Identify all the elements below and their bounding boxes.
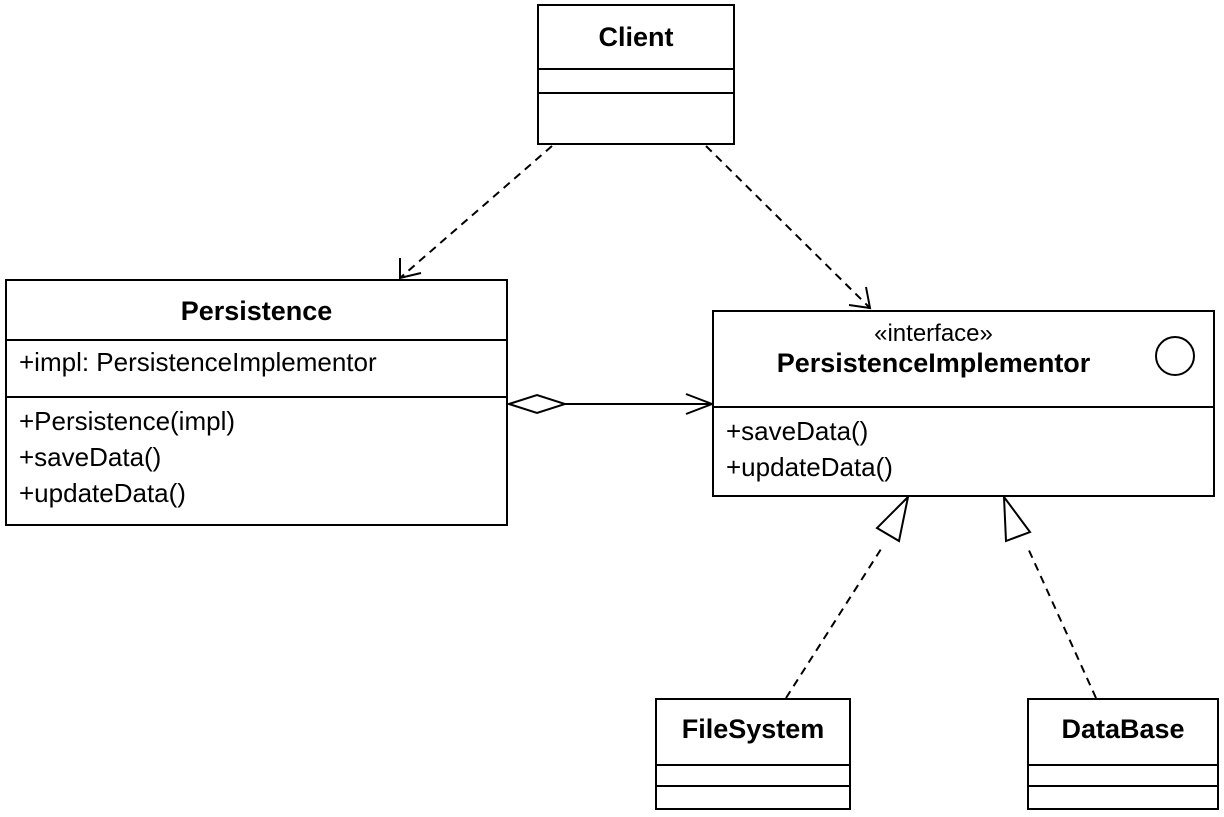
implementor-operation: +updateData() [726,452,893,482]
persistence-attribute: +impl: PersistenceImplementor [19,347,377,377]
database-class[interactable]: DataBase [1027,698,1219,810]
persistence-operation: +saveData() [19,442,162,472]
database-attributes-section [1029,764,1217,766]
database-realization [1002,493,1097,699]
implementor-operations-section: +saveData() +updateData() [714,406,1213,485]
interface-stereotype: «interface» [874,320,993,347]
client-class-name: Client [598,22,674,52]
client-attributes-section [539,68,733,70]
aggregation-association [505,393,715,415]
client-operations-section [539,92,733,94]
filesystem-class[interactable]: FileSystem [655,698,851,810]
persistence-operation: +updateData() [19,478,186,508]
client-class[interactable]: Client [537,4,735,145]
implementor-operation: +saveData() [726,416,869,446]
interface-circle-icon [1155,336,1195,376]
implementor-interface-name: PersistenceImplementor [776,348,1091,378]
database-operations-section [1029,785,1217,787]
persistence-operations-section: +Persistence(impl) +saveData() +updateDa… [7,396,506,511]
persistence-class[interactable]: Persistence +impl: PersistenceImplemento… [5,279,508,526]
filesystem-class-name: FileSystem [681,714,825,744]
persistence-attributes-section: +impl: PersistenceImplementor [7,339,506,380]
database-class-name: DataBase [1061,714,1185,744]
filesystem-operations-section [657,785,849,787]
client-persistence-dependency [399,145,553,280]
filesystem-attributes-section [657,764,849,766]
persistence-operation: +Persistence(impl) [19,406,236,436]
persistence-class-name: Persistence [180,296,333,326]
implementor-interface[interactable]: «interface» PersistenceImplementor +save… [712,310,1215,497]
filesystem-realization [785,493,910,699]
client-implementor-dependency [705,145,872,310]
